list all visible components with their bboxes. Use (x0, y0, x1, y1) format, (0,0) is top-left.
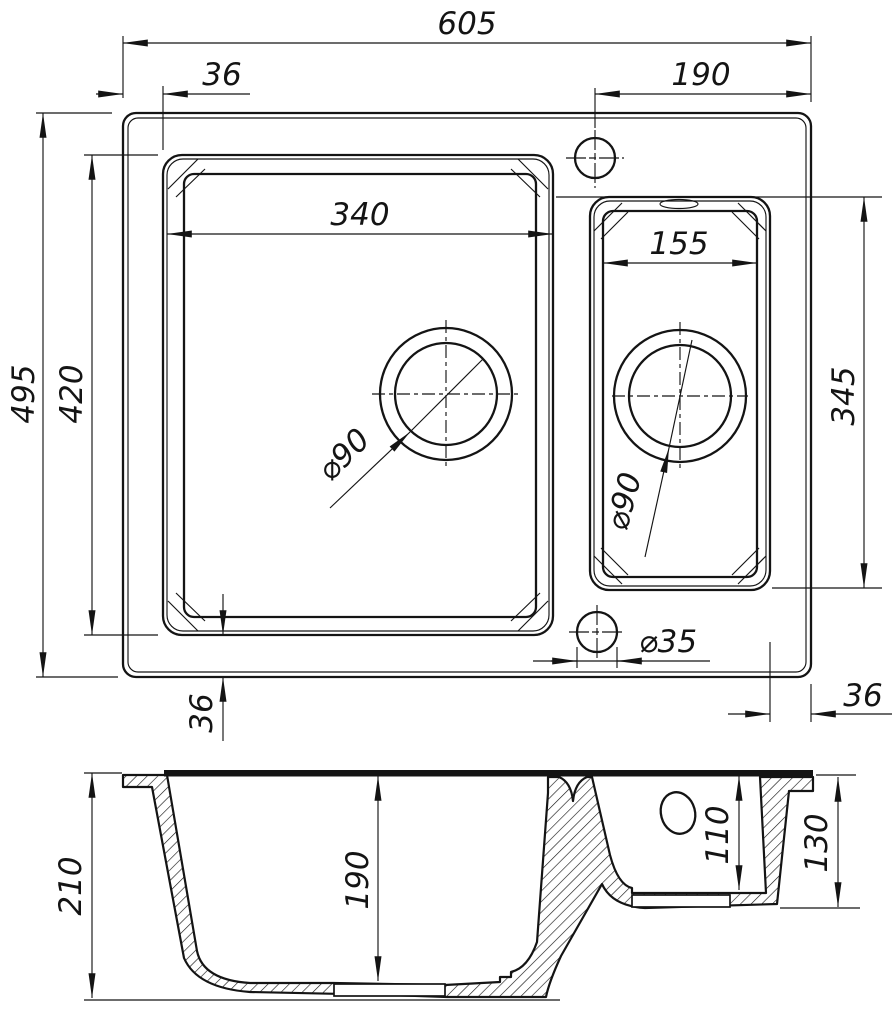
sink-outline (121, 111, 813, 679)
main-bowl-rim (161, 153, 555, 637)
sink-outline-inner-edge (127, 117, 807, 673)
leader-line (409, 358, 484, 433)
dim-rim-inset-right: 36 (728, 642, 892, 722)
dim-label-110: 110 (700, 805, 736, 864)
leader-half-drain: ⌀90 (599, 339, 693, 558)
top-view: 605 36 190 340 155 4 (6, 6, 892, 741)
dim-main-bowl-length: 420 (54, 154, 158, 636)
half-bowl-rim-edge (593, 200, 767, 587)
dim-label-36-left: 36 (202, 57, 241, 93)
rim-top-line (164, 770, 813, 777)
dim-accessory-hole: ⌀35 (533, 624, 710, 668)
dim-label-d90-half: ⌀90 (599, 469, 649, 534)
dim-label-155: 155 (649, 226, 708, 262)
dim-half-bowl-height: 130 (780, 774, 860, 909)
dim-label-130: 130 (799, 813, 835, 872)
dim-label-420: 420 (54, 364, 90, 423)
dim-main-bowl-width: 340 (166, 197, 554, 238)
main-bowl-opening (182, 172, 538, 619)
dim-label-340: 340 (330, 197, 389, 233)
half-drain-plateau (631, 894, 731, 908)
leader-line (644, 447, 670, 558)
dim-label-605: 605 (437, 6, 496, 42)
main-bowl (161, 153, 555, 637)
section-material (121, 773, 815, 999)
overflow-slot (659, 198, 699, 210)
dim-label-210: 210 (53, 856, 89, 915)
tap-hole (566, 130, 624, 188)
dim-half-bowl-width: 155 (602, 226, 758, 267)
dim-label-36-bottom: 36 (184, 693, 220, 732)
leader-line (329, 431, 411, 509)
half-bowl-opening (601, 209, 759, 579)
dim-half-bowl-depth: 110 (700, 775, 743, 891)
dim-rim-inset-left: 36 (96, 57, 250, 150)
accessory-hole (569, 605, 625, 660)
dim-overall-depth: 495 (6, 112, 118, 678)
dim-half-bowl-length: 345 (556, 196, 882, 589)
half-bowl-corner-bevels (593, 202, 767, 585)
dim-main-bowl-depth: 190 (340, 775, 382, 982)
main-drain-plateau (333, 983, 446, 997)
dim-rim-inset-bottom: 36 (184, 594, 227, 741)
dim-label-495: 495 (6, 364, 42, 423)
overflow-hole-section (659, 791, 697, 835)
main-bowl-rim-edge (166, 158, 550, 632)
dim-label-190s: 190 (340, 850, 376, 909)
dim-label-36-right: 36 (843, 678, 882, 714)
dim-overall-width: 605 (122, 6, 812, 102)
dim-overall-height: 210 (53, 772, 560, 1001)
dim-label-d90-main: ⌀90 (311, 422, 378, 489)
leader-line (668, 339, 693, 449)
dim-label-345: 345 (826, 366, 862, 425)
section-view: 210 190 110 130 (53, 770, 860, 1001)
main-bowl-corner-bevels (167, 158, 549, 632)
dim-tap-to-right-edge: 190 (594, 57, 812, 128)
dim-label-d35: ⌀35 (639, 624, 697, 660)
dim-label-190: 190 (671, 57, 730, 93)
